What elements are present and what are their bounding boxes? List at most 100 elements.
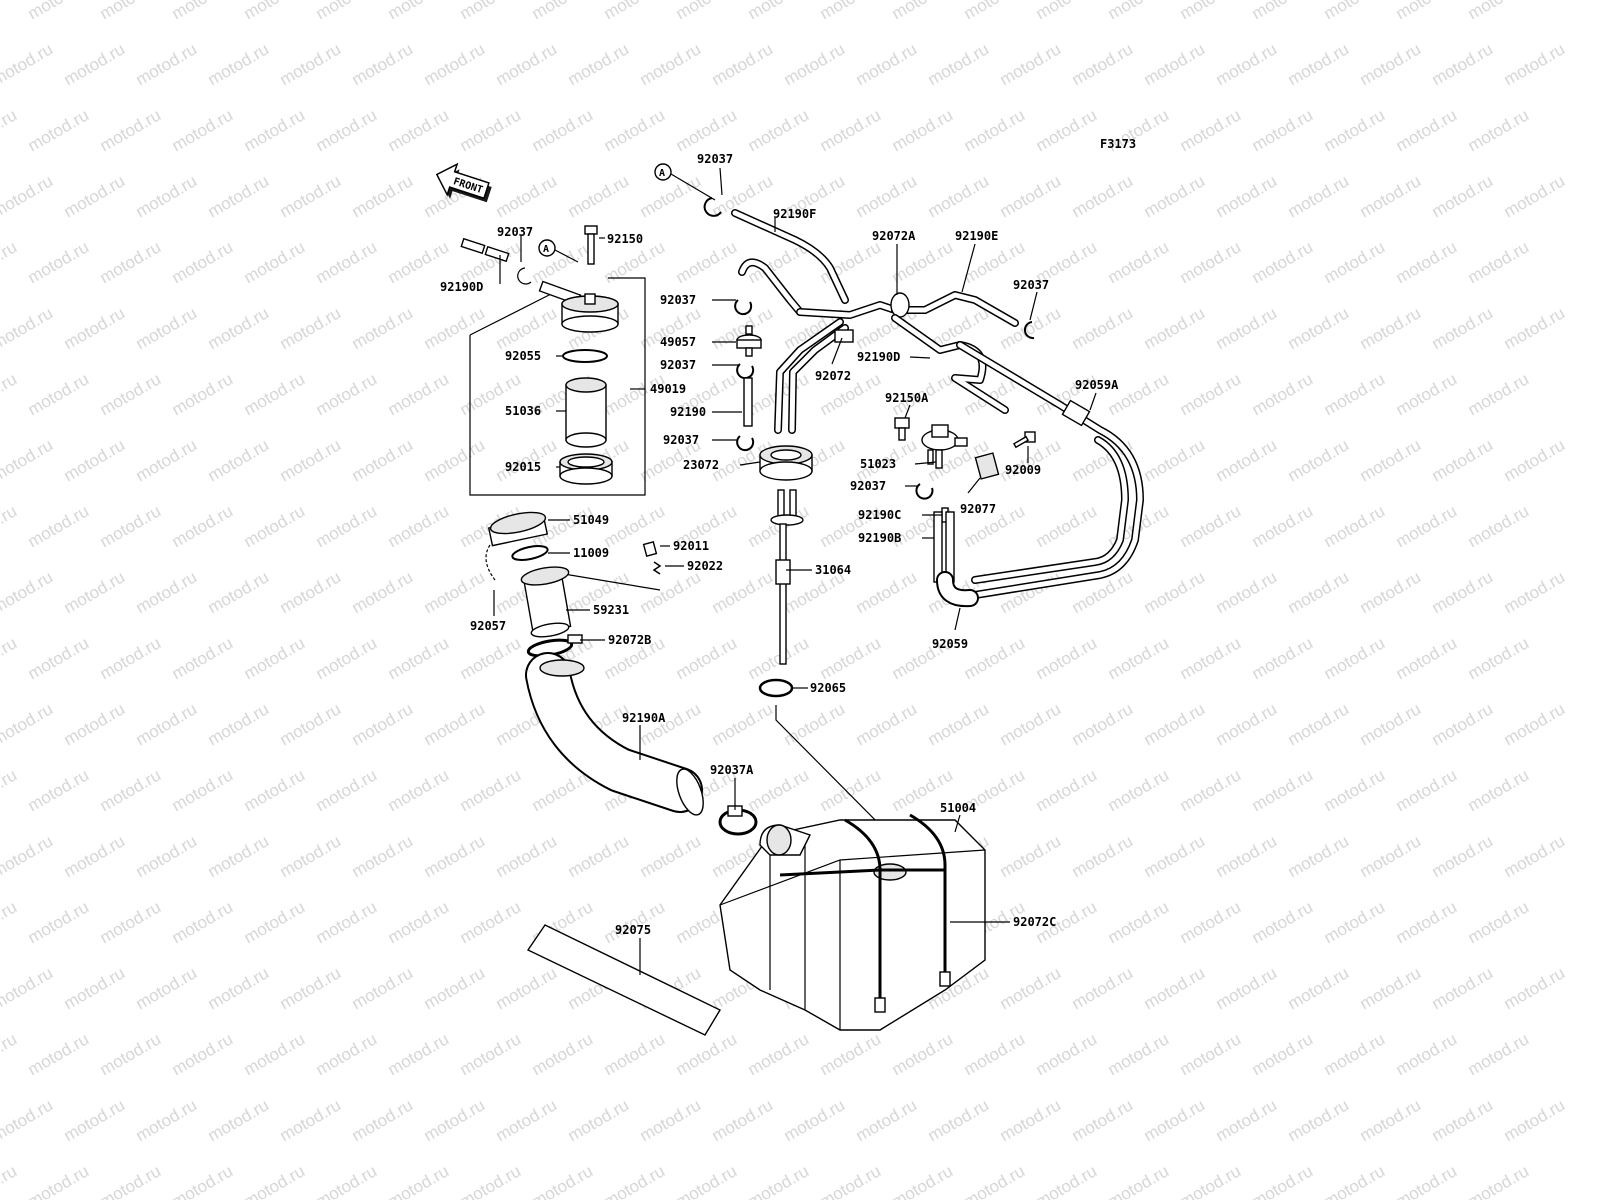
watermark-text: motod.ru: [97, 1161, 165, 1200]
fuel-valve-51023: [921, 424, 968, 469]
front-arrow-icon: FRONT: [435, 162, 492, 203]
watermark-text: motod.ru: [349, 1095, 417, 1145]
watermark-text: motod.ru: [61, 39, 129, 89]
label-92055: 92055: [505, 349, 541, 363]
watermark-text: motod.ru: [349, 171, 417, 221]
watermark-text: motod.ru: [0, 39, 56, 89]
watermark-text: motod.ru: [853, 1095, 921, 1145]
watermark-text: motod.ru: [97, 237, 165, 287]
watermark-text: motod.ru: [349, 567, 417, 617]
watermark-text: motod.ru: [1393, 1029, 1461, 1079]
watermark-text: motod.ru: [169, 105, 237, 155]
watermark-text: motod.ru: [1177, 0, 1245, 23]
watermark-text: motod.ru: [61, 171, 129, 221]
label-92077: 92077: [960, 502, 996, 516]
label-92072b: 92072B: [608, 633, 651, 647]
watermark-text: motod.ru: [241, 369, 309, 419]
watermark-text: motod.ru: [169, 1029, 237, 1079]
clip-92037-left: [517, 267, 532, 285]
reference-marker-letter: A: [543, 244, 549, 255]
watermark-text: motod.ru: [421, 1095, 489, 1145]
reference-marker-a-left: A: [538, 239, 579, 263]
watermark-text: motod.ru: [1033, 633, 1101, 683]
fuel-sender-unit: [759, 417, 1036, 665]
watermark-text: motod.ru: [997, 1095, 1065, 1145]
label-31064: 31064: [815, 563, 851, 577]
watermark-text: motod.ru: [0, 105, 20, 155]
watermark-text: motod.ru: [61, 1095, 129, 1145]
hose-92190: [743, 377, 753, 427]
watermark-text: motod.ru: [1105, 1161, 1173, 1200]
watermark-text: motod.ru: [1249, 1161, 1317, 1200]
watermark-text: motod.ru: [1357, 567, 1425, 617]
watermark-text: motod.ru: [25, 237, 93, 287]
leader-lines: [493, 167, 1097, 923]
watermark-text: motod.ru: [421, 567, 489, 617]
label-92190a: 92190A: [622, 711, 666, 725]
watermark-text: motod.ru: [853, 39, 921, 89]
watermark-text: motod.ru: [1249, 1029, 1317, 1079]
watermark-text: motod.ru: [1429, 39, 1497, 89]
watermark-text: motod.ru: [1141, 39, 1209, 89]
watermark-text: motod.ru: [1465, 765, 1533, 815]
watermark-text: motod.ru: [1213, 39, 1281, 89]
watermark-text: motod.ru: [421, 303, 489, 353]
watermark-text: motod.ru: [997, 699, 1065, 749]
watermark-text: motod.ru: [1105, 0, 1173, 23]
watermark-text: motod.ru: [133, 303, 201, 353]
watermark-text: motod.ru: [277, 1095, 345, 1145]
watermark-text: motod.ru: [673, 0, 741, 23]
clip-92037-right: [1023, 321, 1035, 340]
watermark-text: motod.ru: [1357, 171, 1425, 221]
label-92022: 92022: [687, 559, 723, 573]
watermark-text: motod.ru: [1033, 105, 1101, 155]
label-92037-e: 92037: [850, 479, 886, 493]
watermark-text: motod.ru: [1285, 831, 1353, 881]
watermark-text: motod.ru: [1285, 567, 1353, 617]
watermark-text: motod.ru: [745, 105, 813, 155]
watermark-text: motod.ru: [493, 1095, 561, 1145]
watermark-text: motod.ru: [529, 237, 597, 287]
watermark-text: motod.ru: [997, 39, 1065, 89]
watermark-text: motod.ru: [493, 963, 561, 1013]
watermark-text: motod.ru: [1429, 699, 1497, 749]
watermark-text: motod.ru: [709, 567, 777, 617]
watermark-text: motod.ru: [637, 567, 705, 617]
watermark-text: motod.ru: [601, 1161, 669, 1200]
watermark-text: motod.ru: [709, 39, 777, 89]
watermark-text: motod.ru: [1429, 1095, 1497, 1145]
watermark-text: motod.ru: [565, 831, 633, 881]
watermark-text: motod.ru: [1213, 699, 1281, 749]
watermark-text: motod.ru: [313, 765, 381, 815]
label-92037-a: 92037: [497, 225, 533, 239]
watermark-text: motod.ru: [1357, 303, 1425, 353]
watermark-text: motod.ru: [1501, 1095, 1569, 1145]
filter-element-51036: [565, 377, 607, 448]
watermark-text: motod.ru: [349, 39, 417, 89]
watermark-text: motod.ru: [1249, 897, 1317, 947]
watermark-text: motod.ru: [1141, 567, 1209, 617]
label-92190e: 92190E: [955, 229, 998, 243]
watermark-text: motod.ru: [277, 171, 345, 221]
watermark-text: motod.ru: [277, 303, 345, 353]
label-49019: 49019: [650, 382, 686, 396]
watermark-text: motod.ru: [1177, 105, 1245, 155]
watermark-text: motod.ru: [313, 369, 381, 419]
watermark-text: motod.ru: [1249, 0, 1317, 23]
watermark-text: motod.ru: [241, 501, 309, 551]
watermark-text: motod.ru: [1465, 369, 1533, 419]
watermark-text: motod.ru: [1033, 0, 1101, 23]
label-92057: 92057: [470, 619, 506, 633]
watermark-text: motod.ru: [1321, 105, 1389, 155]
watermark-text: motod.ru: [169, 765, 237, 815]
watermark-text: motod.ru: [1321, 237, 1389, 287]
watermark-text: motod.ru: [1249, 369, 1317, 419]
watermark-text: motod.ru: [1141, 303, 1209, 353]
vent-hoses: [703, 197, 1144, 599]
label-92011: 92011: [673, 539, 709, 553]
watermark-text: motod.ru: [889, 1029, 957, 1079]
watermark-text: motod.ru: [61, 963, 129, 1013]
watermark-text: motod.ru: [385, 897, 453, 947]
